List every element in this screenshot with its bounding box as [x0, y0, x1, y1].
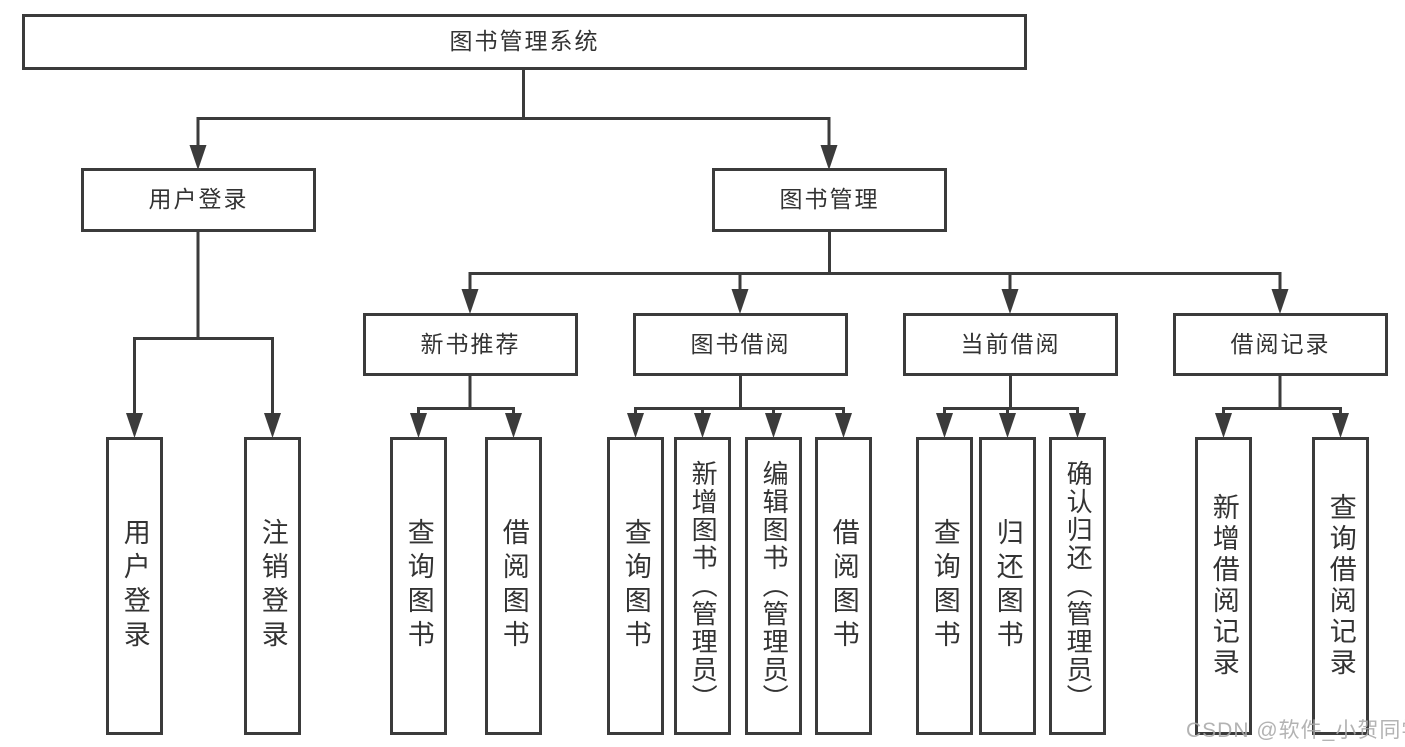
leaf-logout: 注销登录 — [244, 437, 301, 735]
node-borrowing-records: 借阅记录 — [1173, 313, 1388, 376]
leaf-query-books-borrowing: 查询图书 — [607, 437, 664, 735]
leaf-query-books-recommend: 查询图书 — [390, 437, 447, 735]
node-book-management-system: 图书管理系统 — [22, 14, 1027, 70]
node-current-borrowing: 当前借阅 — [903, 313, 1118, 376]
node-book-borrowing: 图书借阅 — [633, 313, 848, 376]
leaf-query-books-current: 查询图书 — [916, 437, 973, 735]
leaf-add-borrow-record: 新增借阅记录 — [1195, 437, 1252, 735]
watermark: CSDN @软件_小贺同学 — [1186, 719, 1405, 742]
leaf-return-book: 归还图书 — [979, 437, 1036, 735]
node-new-book-recommend: 新书推荐 — [363, 313, 578, 376]
node-user-login-branch: 用户登录 — [81, 168, 316, 232]
leaf-query-borrow-record: 查询借阅记录 — [1312, 437, 1369, 735]
leaf-borrow-books-borrowing: 借阅图书 — [815, 437, 872, 735]
leaf-confirm-return-admin: 确认归还（管理员） — [1049, 437, 1106, 735]
node-book-management-branch: 图书管理 — [712, 168, 947, 232]
leaf-edit-book-admin: 编辑图书（管理员） — [745, 437, 802, 735]
leaf-user-login: 用户登录 — [106, 437, 163, 735]
leaf-add-book-admin: 新增图书（管理员） — [674, 437, 731, 735]
leaf-borrow-books-recommend: 借阅图书 — [485, 437, 542, 735]
